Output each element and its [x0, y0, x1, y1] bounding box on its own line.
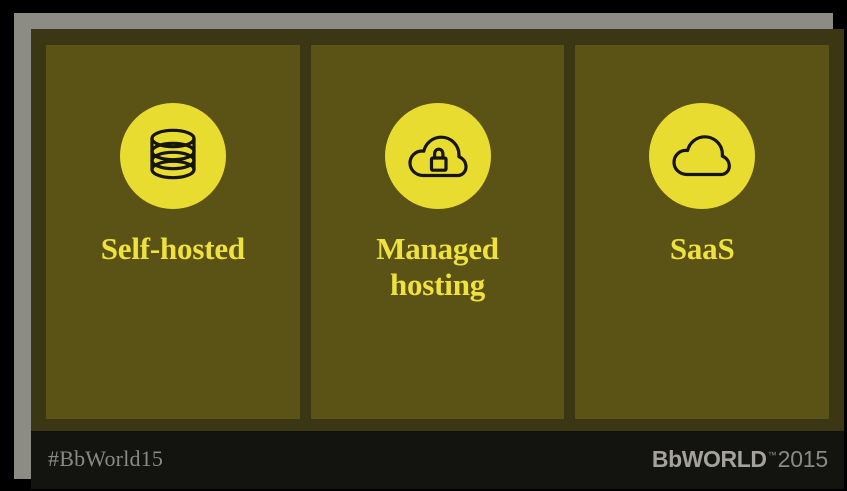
database-icon [145, 127, 201, 185]
panel-row: Self-hosted Managed hosting [46, 45, 830, 419]
footer-hashtag: #BbWorld15 [48, 446, 164, 471]
icon-circle-self-hosted [119, 103, 226, 209]
panel-label-managed-hosting: Managed hosting [376, 231, 499, 302]
cloud-icon [671, 132, 733, 180]
footer-logo: BbWORLD ™ 2015 [652, 446, 828, 473]
panel-self-hosted[interactable]: Self-hosted [46, 45, 300, 419]
slide-bevel: Self-hosted Managed hosting [14, 13, 844, 489]
panel-managed-hosting[interactable]: Managed hosting [310, 45, 565, 419]
cloud-lock-icon [407, 130, 469, 182]
slide-canvas: Self-hosted Managed hosting [31, 29, 844, 489]
icon-circle-managed-hosting [384, 103, 491, 209]
panel-label-self-hosted: Self-hosted [100, 231, 245, 266]
panel-label-saas: SaaS [669, 231, 735, 266]
footer-logo-trademark: ™ [767, 450, 777, 460]
footer-logo-year: 2015 [777, 446, 829, 472]
icon-circle-saas [649, 103, 756, 209]
footer-bar: #BbWorld15 BbWORLD ™ 2015 [31, 431, 844, 489]
footer-logo-mark: BbWORLD [651, 446, 767, 472]
panel-saas[interactable]: SaaS [575, 45, 830, 419]
